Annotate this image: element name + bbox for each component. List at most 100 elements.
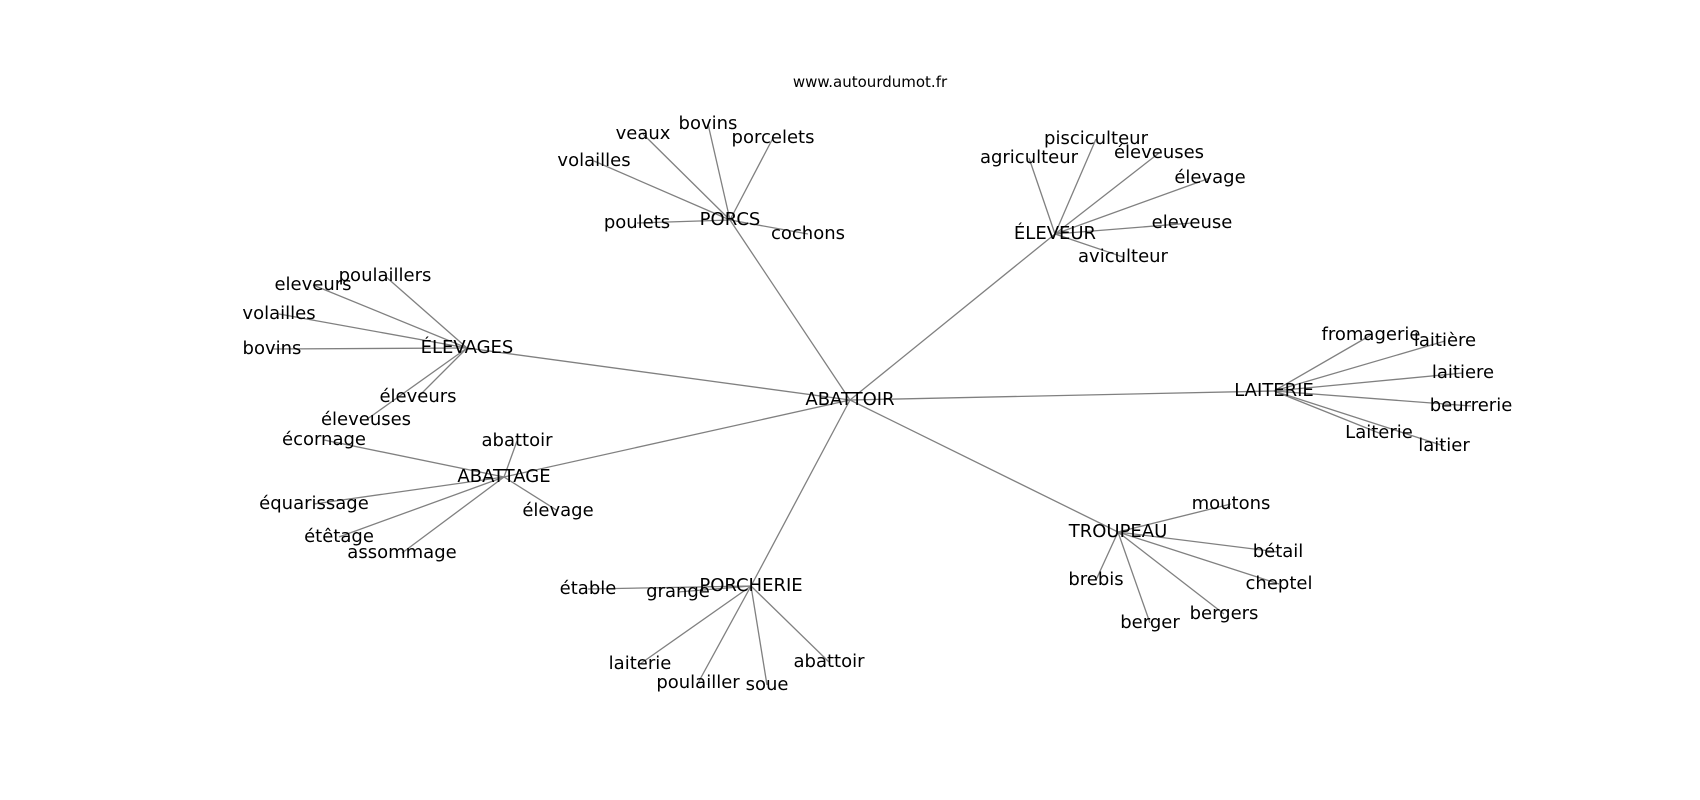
- node-leaf: eleveurs: [274, 274, 352, 295]
- edge-abattage-leaf: [323, 439, 505, 478]
- node-leaf: laiterie: [608, 653, 672, 674]
- node-leaf: volailles: [242, 303, 316, 324]
- edge-elevages-leaf: [271, 347, 468, 350]
- edge-eleveur-leaf: [1054, 222, 1193, 235]
- edge-porcherie-leaf: [587, 585, 752, 590]
- node-leaf: aviculteur: [1078, 246, 1168, 267]
- edge-laiterie-leaf: [1273, 340, 1446, 392]
- edge-elevages-leaf: [312, 284, 468, 349]
- edge-porcherie-leaf: [639, 585, 752, 665]
- edge-troupeau-leaf: [1117, 531, 1151, 624]
- node-leaf: bovins: [678, 113, 738, 134]
- node-leaf: porcelets: [731, 127, 815, 148]
- edge-porcs-leaf: [729, 219, 809, 235]
- node-leaf: berger: [1120, 612, 1180, 633]
- node-hub-abattage: ABATTAGE: [457, 466, 551, 487]
- node-leaf: laitier: [1418, 435, 1470, 456]
- edge-laiterie-leaf: [1273, 372, 1464, 392]
- edge-porcherie-leaf: [677, 585, 752, 593]
- node-leaf: fromagerie: [1321, 324, 1421, 345]
- node-leaf: assommage: [347, 542, 457, 563]
- node-hub-eleveur: ÉLEVEUR: [1013, 223, 1097, 244]
- node-leaf: abattoir: [793, 651, 865, 672]
- edge-abattage-leaf: [313, 476, 505, 505]
- node-leaf: poulailler: [656, 672, 740, 693]
- edge-root-laiterie: [849, 390, 1275, 401]
- node-leaf: éleveurs: [379, 386, 457, 407]
- node-leaf: cochons: [770, 223, 846, 244]
- edge-abattage-leaf: [503, 440, 518, 478]
- edge-porcherie-leaf: [750, 585, 768, 686]
- node-leaf: moutons: [1191, 493, 1271, 514]
- edge-eleveur-leaf: [1054, 138, 1097, 235]
- edge-eleveur-leaf: [1054, 177, 1211, 235]
- node-leaf: abattoir: [481, 430, 553, 451]
- node-leaf: beurrerie: [1429, 395, 1513, 416]
- edge-troupeau-leaf: [1117, 531, 1280, 585]
- node-leaf: bovins: [242, 338, 302, 359]
- edge-troupeau-leaf: [1117, 531, 1279, 553]
- edge-root-abattage: [503, 399, 851, 478]
- edge-porcs-leaf: [593, 160, 731, 221]
- edge-porcherie-leaf: [750, 585, 830, 663]
- node-leaf: eleveuse: [1151, 212, 1233, 233]
- edge-porcs-leaf: [707, 123, 731, 221]
- node-leaf: cheptel: [1245, 573, 1313, 594]
- node-hub-troupeau: TROUPEAU: [1068, 521, 1168, 542]
- edge-troupeau-leaf: [1117, 531, 1225, 615]
- node-root: ABATTOIR: [805, 389, 895, 410]
- edge-troupeau-leaf: [1095, 531, 1119, 581]
- edge-root-troupeau: [849, 399, 1119, 533]
- node-leaf: laitiere: [1431, 362, 1495, 383]
- edge-laiterie-leaf: [1273, 390, 1380, 434]
- node-leaf: grange: [646, 581, 710, 602]
- node-hub-porcs: PORCS: [699, 209, 761, 230]
- node-leaf: brebis: [1068, 569, 1124, 590]
- edge-abattage-leaf: [401, 476, 505, 554]
- node-leaf: éleveuses: [320, 409, 412, 430]
- edge-root-porcherie: [750, 399, 851, 587]
- node-leaf: soue: [745, 674, 789, 695]
- edge-eleveur-leaf: [1028, 157, 1056, 235]
- edge-troupeau-leaf: [1117, 503, 1232, 533]
- node-leaf: veaux: [615, 123, 671, 144]
- edge-elevages-leaf: [417, 347, 468, 398]
- node-leaf: écornage: [281, 429, 367, 450]
- edge-laiterie-leaf: [1273, 390, 1445, 447]
- edge-root-porcs: [729, 219, 851, 401]
- edge-porcs-leaf: [642, 133, 731, 221]
- node-leaf: élevage: [1174, 167, 1246, 188]
- node-leaf: poulets: [603, 212, 671, 233]
- edge-laiterie-leaf: [1273, 334, 1372, 392]
- edge-porcs-leaf: [729, 137, 774, 221]
- node-leaf: poulaillers: [338, 265, 432, 286]
- edge-laiterie-leaf: [1273, 390, 1472, 407]
- node-leaf: volailles: [557, 150, 631, 171]
- edge-porcs-leaf: [636, 219, 731, 224]
- edge-porcherie-leaf: [697, 585, 752, 684]
- node-leaf: agriculteur: [979, 147, 1079, 168]
- node-leaf: laitière: [1413, 330, 1477, 351]
- node-leaf: élevage: [522, 500, 594, 521]
- node-hub-laiterie: LAITERIE: [1234, 380, 1314, 401]
- edge-eleveur-leaf: [1054, 233, 1124, 258]
- edge-elevages-leaf: [278, 313, 468, 349]
- node-leaf: étable: [559, 578, 617, 599]
- edge-eleveur-leaf: [1054, 152, 1160, 235]
- node-leaf: pisciculteur: [1044, 128, 1148, 149]
- watermark-text: www.autourdumot.fr: [792, 73, 948, 91]
- node-hub-elevages: ÉLEVAGES: [420, 337, 514, 358]
- node-leaf: bergers: [1189, 603, 1259, 624]
- node-leaf: Laiterie: [1345, 422, 1413, 443]
- edge-elevages-leaf: [365, 347, 468, 421]
- edge-root-eleveur: [849, 233, 1056, 401]
- node-leaf: bétail: [1252, 541, 1304, 562]
- node-leaf: éleveuses: [1113, 142, 1205, 163]
- node-leaf: étêtage: [304, 526, 374, 547]
- edge-elevages-leaf: [384, 275, 468, 349]
- edge-abattage-leaf: [338, 476, 505, 538]
- node-hub-porcherie: PORCHERIE: [699, 575, 803, 596]
- edge-abattage-leaf: [503, 476, 559, 512]
